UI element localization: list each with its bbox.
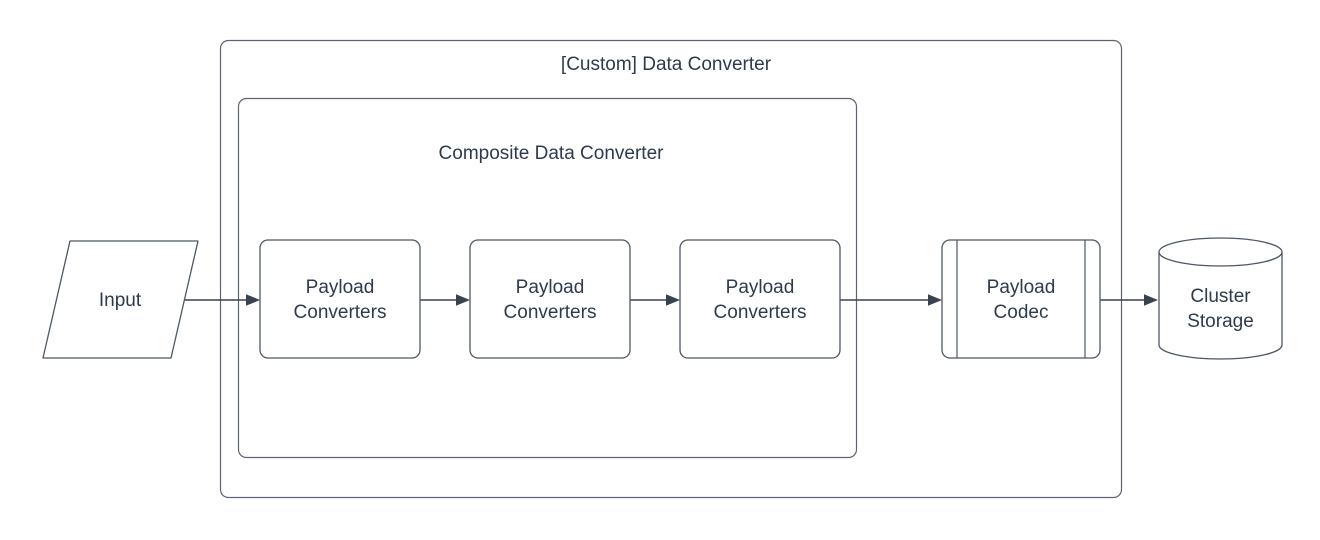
arrowhead-icon	[246, 294, 260, 306]
node-label-line1: Payload	[987, 277, 1056, 298]
node-label-line1: Payload	[726, 277, 795, 298]
edge-payload-converters-2-to-3	[630, 294, 680, 306]
node-label-line1: Payload	[516, 277, 585, 298]
process-shape	[679, 239, 841, 359]
node-label-line2: Codec	[994, 302, 1049, 323]
node-label-line2: Converters	[504, 302, 597, 323]
node-label-line1: Payload	[306, 277, 375, 298]
inner-container-title: Composite Data Converter	[439, 143, 665, 164]
arrowhead-icon	[928, 294, 942, 306]
node-payload-codec: Payload Codec	[941, 239, 1101, 359]
arrowhead-icon	[1144, 294, 1158, 306]
node-payload-converters-3: Payload Converters	[679, 239, 841, 359]
edge-input-to-payload-converters-1	[184, 294, 260, 306]
node-label-line2: Converters	[294, 302, 387, 323]
node-input: Input	[42, 240, 199, 359]
outer-container-title: [Custom] Data Converter	[561, 54, 772, 75]
process-shape	[469, 239, 631, 359]
predefined-process-shape	[941, 239, 1101, 359]
node-label-line2: Storage	[1187, 311, 1254, 332]
edge-payload-converters-3-to-codec	[840, 294, 942, 306]
cylinder-top-shape	[1158, 237, 1283, 267]
arrowhead-icon	[456, 294, 470, 306]
process-shape	[259, 239, 421, 359]
node-payload-converters-2: Payload Converters	[469, 239, 631, 359]
arrowhead-icon	[666, 294, 680, 306]
node-label-line2: Converters	[714, 302, 807, 323]
node-label: Input	[99, 290, 142, 311]
node-cluster-storage: Cluster Storage	[1158, 237, 1283, 360]
node-label-line1: Cluster	[1190, 286, 1251, 307]
node-payload-converters-1: Payload Converters	[259, 239, 421, 359]
cylinder-body-shape	[1158, 252, 1283, 360]
parallelogram-shape	[42, 240, 199, 359]
edge-payload-converters-1-to-2	[420, 294, 470, 306]
edge-codec-to-cluster-storage	[1100, 294, 1158, 306]
